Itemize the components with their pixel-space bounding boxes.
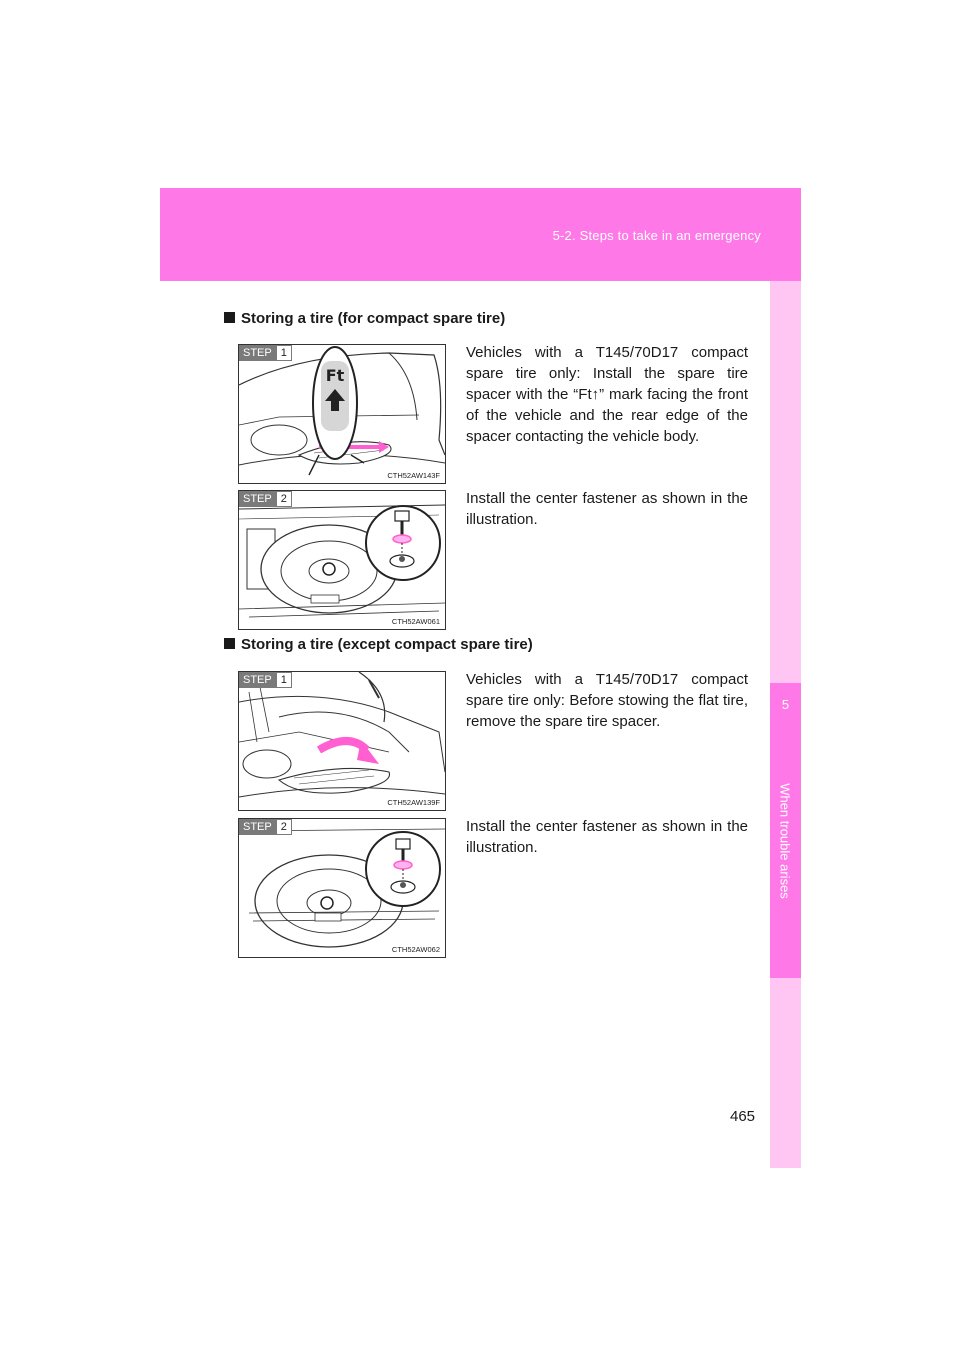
- tire-fastener-illustration: [239, 828, 445, 948]
- section-title: 5-2. Steps to take in an emergency: [552, 228, 761, 243]
- step-description: Vehicles with a T145/70D17 compact spare…: [466, 344, 748, 445]
- section-heading: Storing a tire (except compact spare tir…: [224, 636, 533, 653]
- figure-code: CTH52AW143F: [386, 471, 441, 480]
- arrow-up-icon: [325, 389, 345, 411]
- chapter-number: 5: [781, 697, 790, 712]
- spare-tire-fastener-illustration: [239, 504, 445, 618]
- bullet-square-icon: [224, 638, 235, 649]
- curved-arrow-icon: [316, 737, 379, 764]
- step-description: Install the center fastener as shown in …: [466, 818, 748, 856]
- chapter-box[interactable]: 5 When trouble arises: [770, 683, 801, 978]
- ft-mark: Ft: [326, 366, 345, 385]
- step-description: Vehicles with a T145/70D17 compact spare…: [466, 671, 748, 730]
- figure-code: CTH52AW062: [390, 945, 441, 954]
- section-heading: Storing a tire (for compact spare tire): [224, 310, 505, 327]
- chapter-side-tab: 5 When trouble arises: [770, 281, 801, 1168]
- bullet-square-icon: [224, 312, 235, 323]
- trunk-spacer-illustration: Ft: [239, 346, 445, 476]
- figure-code: CTH52AW061: [390, 617, 441, 626]
- header-band: 5-2. Steps to take in an emergency: [160, 188, 801, 281]
- step-description: Install the center fastener as shown in …: [466, 490, 748, 528]
- trunk-remove-spacer-illustration: [239, 672, 445, 798]
- figure-code: CTH52AW139F: [386, 798, 441, 807]
- page-number: 465: [730, 1108, 756, 1125]
- chapter-title: When trouble arises: [777, 783, 793, 899]
